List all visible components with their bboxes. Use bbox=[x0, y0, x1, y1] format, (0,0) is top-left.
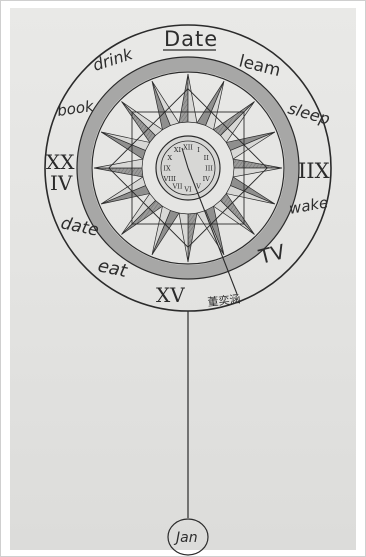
inner-clock-numeral: II bbox=[204, 154, 210, 162]
star-ray-shaded bbox=[188, 213, 197, 262]
star-ray-light bbox=[188, 74, 197, 123]
star-ray-light bbox=[179, 213, 188, 262]
star-ray-shaded bbox=[94, 168, 143, 177]
inner-clock-numeral: IX bbox=[163, 164, 171, 172]
star-ray-light bbox=[94, 159, 143, 168]
inner-clock-numeral: XI bbox=[174, 146, 182, 154]
inner-clock-numeral: IV bbox=[203, 175, 211, 183]
numeral-xv: XV bbox=[156, 283, 185, 307]
inner-clock-numeral: III bbox=[205, 164, 213, 172]
inner-clock-numeral: I bbox=[197, 146, 200, 154]
title-date: Date bbox=[164, 27, 218, 51]
numeral-iv: IV bbox=[50, 171, 73, 195]
pendulum-label: Jan bbox=[173, 530, 198, 546]
star-ray-shaded bbox=[233, 159, 282, 168]
inner-clock-numeral: VIII bbox=[163, 175, 177, 183]
inner-clock-numeral: X bbox=[167, 154, 172, 162]
word-drink: drink bbox=[90, 44, 135, 75]
inner-clock-numeral: XII bbox=[183, 143, 193, 151]
word-tv: TV bbox=[255, 239, 287, 269]
numeral-iix: IIX bbox=[298, 159, 330, 183]
signature: 董奕涵 bbox=[207, 292, 241, 309]
inner-clock-numeral: VI bbox=[183, 185, 192, 193]
star-ray-shaded bbox=[179, 74, 188, 123]
star-ray-light bbox=[233, 168, 282, 177]
inner-clock-numeral: VII bbox=[172, 183, 183, 191]
word-sleep: sleep bbox=[286, 99, 332, 129]
